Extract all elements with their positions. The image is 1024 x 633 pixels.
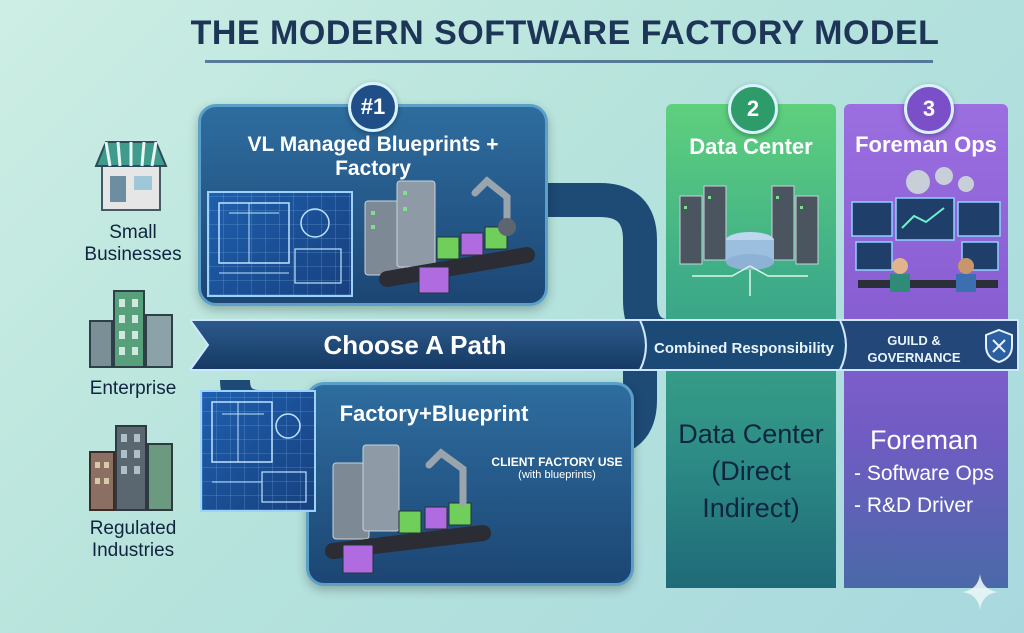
title-underline bbox=[205, 60, 933, 63]
foreman-ops-title: Foreman Ops bbox=[855, 132, 997, 157]
blueprint-graphic-2 bbox=[200, 390, 316, 512]
segment-enterprise: Enterprise bbox=[89, 378, 177, 399]
list-item: - R&D Driver bbox=[854, 494, 973, 517]
option2-caption: CLIENT FACTORY USE (with blueprints) bbox=[491, 455, 623, 481]
option2-title: Factory+Blueprint bbox=[339, 401, 529, 426]
office-building-icon bbox=[88, 285, 174, 369]
foreman-body-list: - Software Ops - R&D Driver bbox=[854, 458, 1004, 522]
server-rack-icon bbox=[679, 185, 819, 296]
foreman-ops-badge: 3 bbox=[904, 84, 954, 134]
choose-path-band bbox=[190, 319, 1019, 371]
choose-path-label: Choose A Path bbox=[323, 330, 507, 360]
data-center-body: Data Center (Direct Indirect) bbox=[678, 419, 824, 523]
option1-badge: #1 bbox=[348, 82, 398, 132]
option1-panel: VL Managed Blueprints + Factory bbox=[198, 104, 548, 306]
option1-title: VL Managed Blueprints + Factory bbox=[247, 133, 499, 180]
guild-governance-label: GUILD & GOVERNANCE bbox=[867, 333, 961, 365]
operations-monitors-icon bbox=[851, 167, 1001, 292]
factory-illustration-2 bbox=[325, 444, 491, 574]
sparkle-icon bbox=[962, 574, 998, 610]
factory-illustration bbox=[364, 176, 535, 294]
option2-panel: Factory+Blueprint CLIENT FACTORY USE (wi… bbox=[306, 382, 634, 586]
data-center-title: Data Center bbox=[689, 134, 813, 159]
segment-small-businesses: Small Businesses bbox=[84, 222, 182, 265]
data-center-badge: 2 bbox=[728, 84, 778, 134]
segment-regulated-industries: Regulated Industries bbox=[89, 518, 177, 561]
city-buildings-icon bbox=[88, 422, 174, 512]
list-item: - Software Ops bbox=[854, 462, 995, 485]
storefront-icon bbox=[92, 136, 170, 212]
blueprint-graphic bbox=[207, 191, 353, 297]
shield-icon bbox=[985, 328, 1013, 364]
page-title: THE MODERN SOFTWARE FACTORY MODEL bbox=[190, 14, 940, 52]
foreman-body-title: Foreman bbox=[870, 425, 979, 455]
combined-responsibility-label: Combined Responsibility bbox=[653, 340, 834, 357]
